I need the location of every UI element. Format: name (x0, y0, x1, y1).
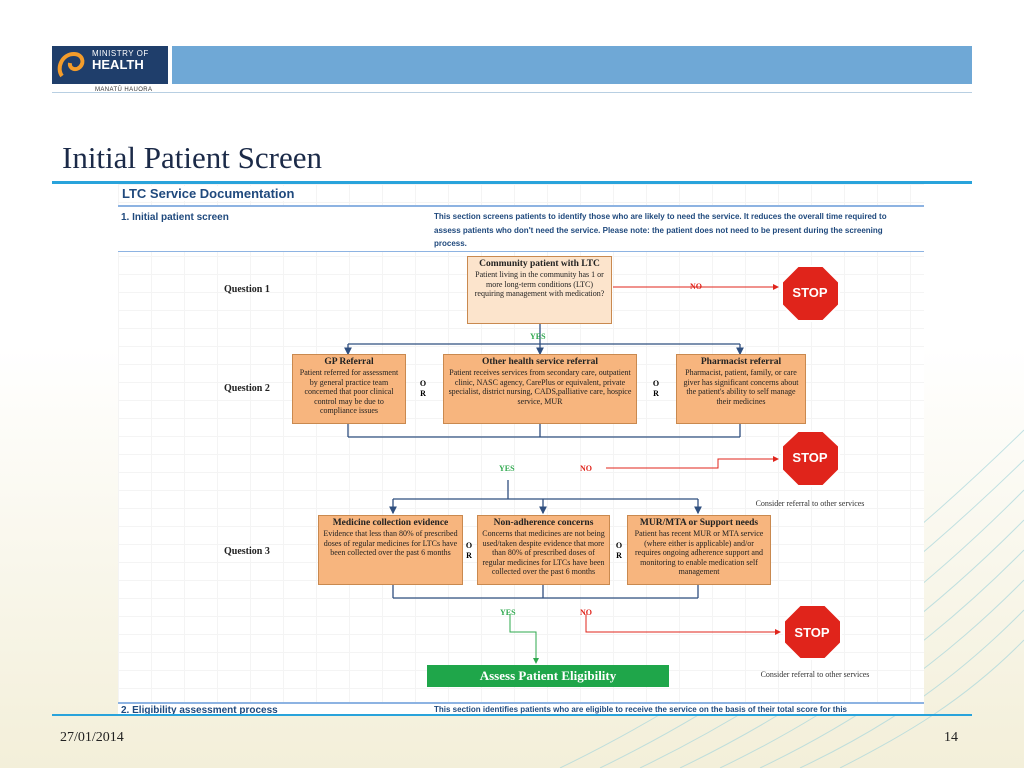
no-label-3: NO (580, 608, 592, 617)
consider-referral-1: Consider referral to other services (755, 499, 865, 508)
medicine-collection-text: Evidence that less than 80% of prescribe… (323, 529, 458, 558)
gp-referral-title: GP Referral (324, 357, 374, 367)
section2-row: 2. Eligibility assessment process This s… (118, 702, 924, 714)
logo-line2: HEALTH (92, 57, 144, 72)
section1-row: 1. Initial patient screen This section s… (118, 205, 924, 252)
title-rule (52, 181, 972, 184)
q1-box-text: Patient living in the community has 1 or… (474, 270, 605, 299)
section1-title: 1. Initial patient screen (121, 212, 229, 223)
koru-icon (57, 51, 85, 78)
question2-label: Question 2 (224, 383, 270, 394)
logo-line1: MINISTRY OF (92, 49, 149, 58)
footer-date: 27/01/2014 (60, 730, 124, 745)
mur-support-title: MUR/MTA or Support needs (639, 518, 759, 528)
no-label-2: NO (580, 464, 592, 473)
consider-referral-2: Consider referral to other services (760, 670, 870, 679)
non-adherence-text: Concerns that medicines are not being us… (482, 529, 605, 577)
section2-title: 2. Eligibility assessment process (121, 705, 278, 714)
header-divider (52, 92, 972, 93)
footer-rule (52, 714, 972, 716)
section2-description: This section identifies patients who are… (434, 705, 847, 714)
q1-box: Community patient with LTC Patient livin… (467, 256, 612, 324)
document-heading: LTC Service Documentation (122, 186, 301, 201)
gp-referral-text: Patient referred for assessment by gener… (299, 368, 399, 416)
question1-label: Question 1 (224, 284, 270, 295)
yes-label-1: YES (530, 332, 546, 341)
logo-subtitle: MANATŪ HAUORA (95, 87, 153, 93)
question3-label: Question 3 (224, 546, 270, 557)
no-label-1: NO (690, 282, 702, 291)
q1-box-title: Community patient with LTC (479, 259, 600, 269)
non-adherence-title: Non-adherence concerns (493, 518, 594, 528)
stop-sign-2 (781, 430, 840, 487)
stop-label-1: STOP (792, 285, 828, 300)
section1-description: This section screens patients to identif… (434, 212, 887, 248)
flowchart-connectors (344, 265, 842, 664)
page-number: 14 (944, 730, 958, 745)
stop-sign-1 (781, 265, 840, 322)
pharmacist-referral-text: Pharmacist, patient, family, or care giv… (683, 368, 799, 406)
assess-eligibility-button: Assess Patient Eligibility (427, 665, 669, 687)
other-referral-text: Patient receives services from secondary… (448, 368, 632, 406)
gp-referral-box: GP Referral Patient referred for assessm… (292, 354, 406, 424)
pharmacist-referral-box: Pharmacist referral Pharmacist, patient,… (676, 354, 806, 424)
yes-label-2: YES (499, 464, 515, 473)
stop-sign-3 (783, 604, 842, 660)
medicine-collection-title: Medicine collection evidence (332, 518, 449, 528)
yes-label-3: YES (500, 608, 516, 617)
stop-label-2: STOP (792, 450, 828, 465)
slide-title: Initial Patient Screen (62, 140, 322, 175)
flowchart: Question 1 Question 2 Question 3 Communi… (118, 184, 924, 714)
other-referral-box: Other health service referral Patient re… (443, 354, 637, 424)
mur-support-box: MUR/MTA or Support needs Patient has rec… (627, 515, 771, 585)
medicine-collection-box: Medicine collection evidence Evidence th… (318, 515, 463, 585)
stop-label-3: STOP (794, 625, 830, 640)
other-referral-title: Other health service referral (482, 357, 598, 367)
header-bar (172, 46, 972, 84)
mur-support-text: Patient has recent MUR or MTA service (w… (634, 529, 764, 577)
pharmacist-referral-title: Pharmacist referral (700, 357, 782, 367)
non-adherence-box: Non-adherence concerns Concerns that med… (477, 515, 610, 585)
ministry-logo: MINISTRY OF HEALTH (52, 46, 168, 84)
